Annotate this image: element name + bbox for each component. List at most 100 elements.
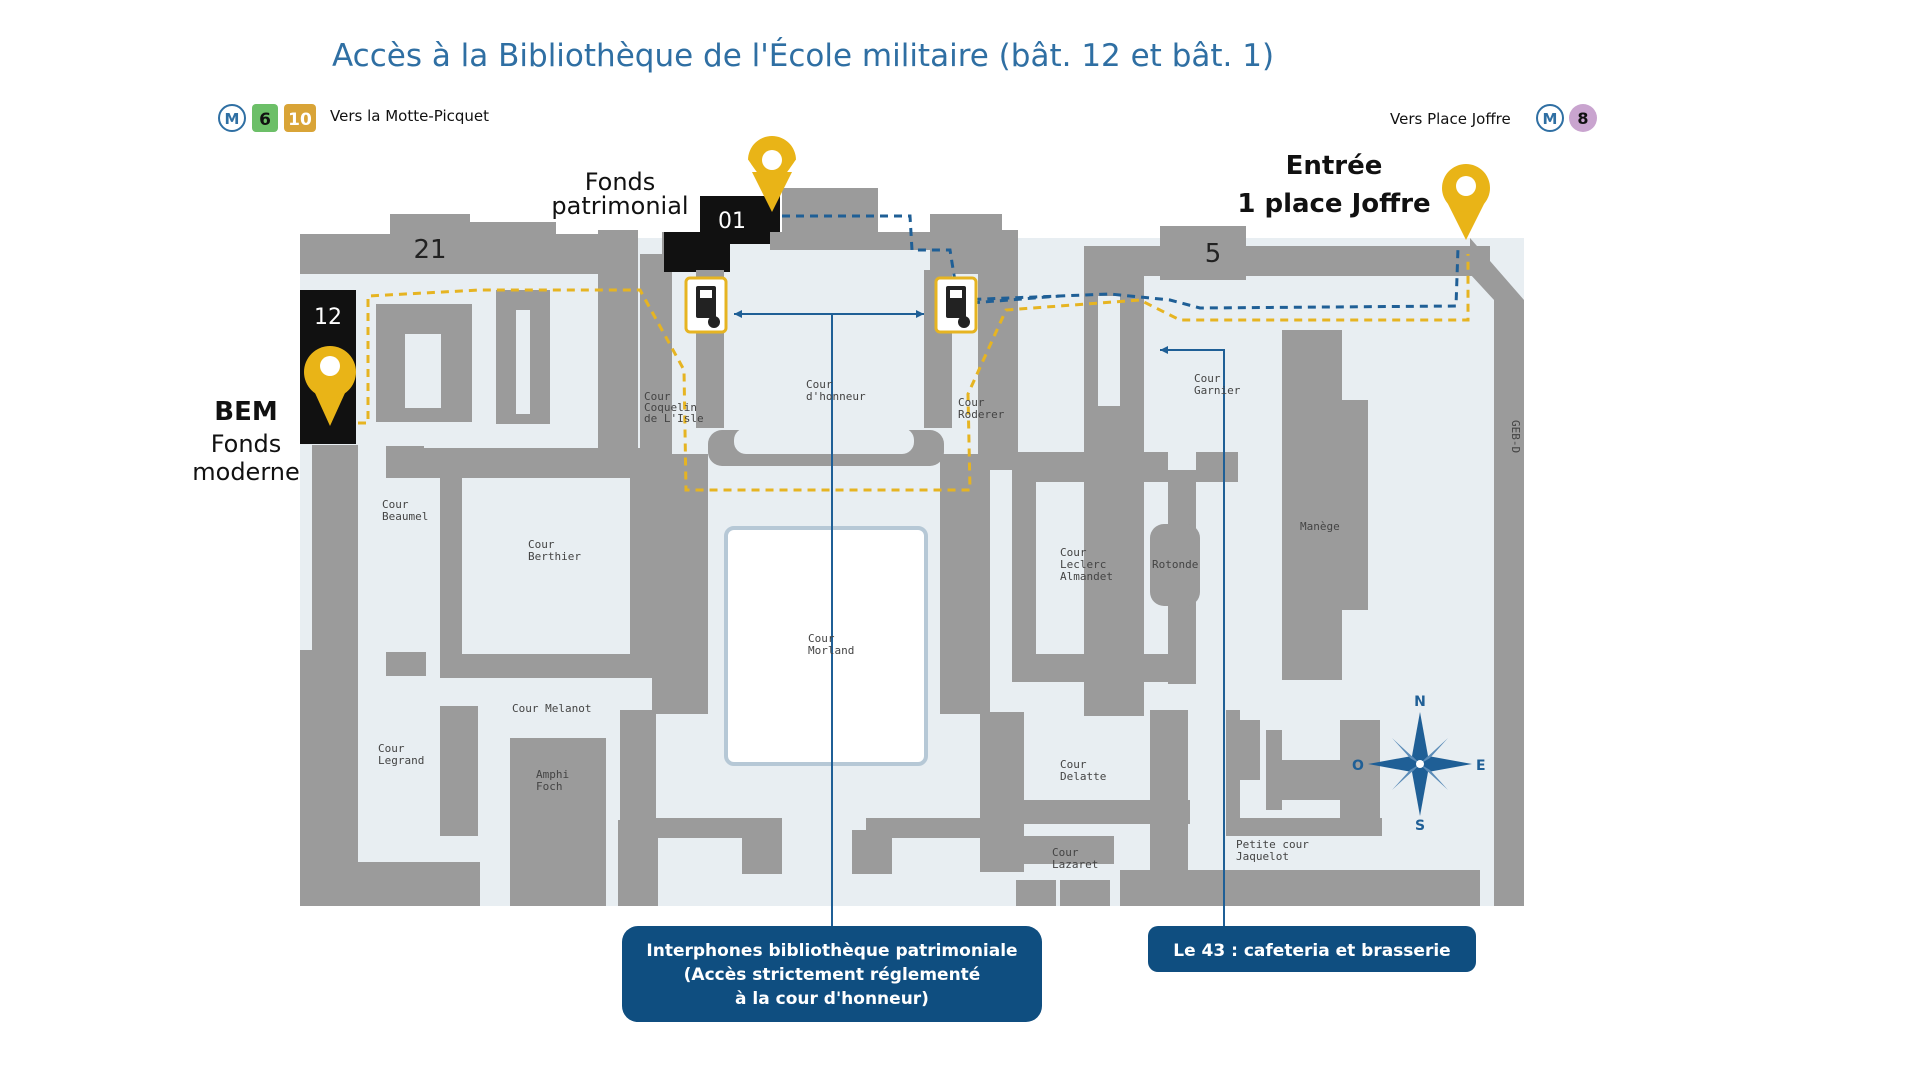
building-block <box>1084 246 1490 276</box>
manege-label: Manège <box>1300 520 1340 533</box>
building-block <box>1012 654 1192 682</box>
metro-left: M 6 10 Vers la Motte-Picquet <box>218 104 489 132</box>
entree-label-2: 1 place Joffre <box>1237 189 1430 219</box>
manege <box>1282 330 1342 680</box>
svg-text:S: S <box>1415 818 1425 834</box>
svg-text:M: M <box>225 110 240 128</box>
pin-bem-icon[interactable] <box>304 346 356 426</box>
building-block <box>386 446 424 470</box>
building-block <box>598 230 638 470</box>
svg-text:(Accès strictement réglementé: (Accès strictement réglementé <box>684 965 981 985</box>
fonds-patrimonial-label-2: patrimonial <box>551 192 688 220</box>
interphones-info-box: Interphones bibliothèque patrimoniale (A… <box>622 926 1042 1022</box>
buildings <box>300 188 1524 906</box>
building-block <box>770 232 966 250</box>
arrow-right-icon <box>916 310 924 318</box>
building-block <box>1060 880 1110 906</box>
building-block <box>1016 880 1056 906</box>
interphone-icon[interactable] <box>934 276 978 334</box>
arrow-left-icon <box>734 310 742 318</box>
building-block <box>386 448 652 478</box>
building-block <box>1226 818 1382 836</box>
building-block <box>652 454 708 714</box>
fonds-patrimonial-label-1: Fonds <box>585 168 656 196</box>
metro-logo-icon <box>218 104 246 132</box>
building-block <box>1342 400 1368 610</box>
info-lines <box>734 313 1225 928</box>
building-block <box>440 706 478 836</box>
bem-label: BEM <box>214 397 277 427</box>
building-block <box>510 738 606 906</box>
rotonde-label: Rotonde <box>1152 558 1198 571</box>
building-21 <box>390 214 470 274</box>
building-block <box>1016 836 1114 864</box>
building-01-label: 01 <box>718 209 746 234</box>
building-block <box>620 710 656 840</box>
building-block <box>386 654 424 676</box>
building-block <box>1226 710 1240 830</box>
svg-text:10: 10 <box>288 110 312 130</box>
cafeteria-info-box: Le 43 : cafeteria et brasserie <box>1148 926 1476 972</box>
svg-text:Interphones bibliothèque patri: Interphones bibliothèque patrimoniale <box>646 941 1017 961</box>
svg-text:N: N <box>1414 694 1426 710</box>
metro-left-label: Vers la Motte-Picquet <box>330 107 489 125</box>
svg-text:6: 6 <box>259 110 271 130</box>
rotonde <box>1150 524 1200 606</box>
building-block <box>640 254 672 454</box>
building-block <box>1160 226 1246 280</box>
fonds-moderne-label-1: Fonds <box>211 430 282 458</box>
route-yellow <box>358 254 1470 492</box>
metro-line-6-badge <box>252 104 278 132</box>
building-block <box>300 862 480 906</box>
entree-label-1: Entrée <box>1286 151 1383 181</box>
inner-court <box>734 428 914 454</box>
building-block <box>1280 760 1340 800</box>
inner-court <box>1098 296 1120 406</box>
fonds-moderne-label-2: moderne <box>192 458 299 486</box>
building-block <box>1012 452 1168 482</box>
building-block <box>1012 452 1036 682</box>
building-21-label: 21 <box>413 235 446 265</box>
building-block <box>940 454 990 714</box>
building-block <box>440 654 652 678</box>
metro-right: Vers Place Joffre M 8 <box>1390 104 1597 132</box>
cour-morland-area <box>724 526 928 766</box>
building-block <box>1266 730 1282 810</box>
building-12-label: 12 <box>314 305 342 330</box>
inner-court <box>405 334 441 408</box>
pin-fonds-patrimonial-icon[interactable] <box>748 136 796 212</box>
building-5-label: 5 <box>1205 239 1222 269</box>
compass-rose-icon: N S E O <box>1352 694 1486 834</box>
building-block <box>618 820 658 906</box>
building-01-black <box>664 232 730 272</box>
side-label: GEB-D <box>1509 420 1522 453</box>
building-block <box>1196 452 1238 482</box>
pin-entree-icon[interactable] <box>1442 164 1490 240</box>
svg-text:Le 43 : cafeteria et brasserie: Le 43 : cafeteria et brasserie <box>1173 941 1450 961</box>
building-block <box>652 818 782 838</box>
svg-text:O: O <box>1352 758 1364 774</box>
cafe-line <box>1160 349 1225 928</box>
arrow-left-icon <box>1160 346 1168 354</box>
metro-line-10-badge <box>284 104 316 132</box>
building-block <box>1150 710 1188 880</box>
cour-melanot-label: Cour Melanot <box>512 702 591 715</box>
interphone-icon[interactable] <box>684 276 728 334</box>
page-title: Accès à la Bibliothèque de l'École milit… <box>332 38 1274 74</box>
metro-logo-icon <box>1536 104 1564 132</box>
building-block <box>470 222 556 274</box>
